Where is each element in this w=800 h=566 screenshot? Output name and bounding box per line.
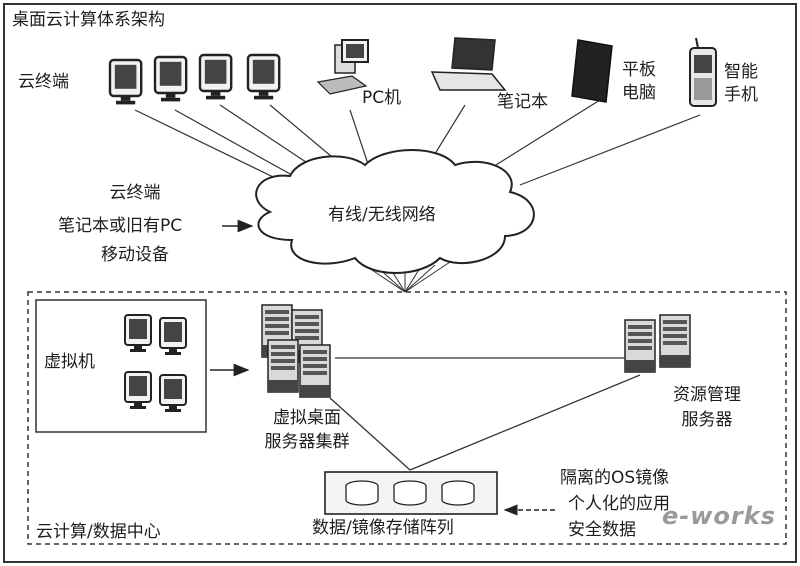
phone-icon xyxy=(689,37,717,107)
datacenter-boundary xyxy=(27,291,787,545)
label-network: 有线/无线网络 xyxy=(328,205,436,225)
label-vm: 虚拟机 xyxy=(44,352,95,372)
label-phone-2: 手机 xyxy=(724,85,758,105)
storage-note-2: 个人化的应用 xyxy=(568,494,670,514)
label-tablet-1: 平板 xyxy=(622,60,656,80)
side-label-line-2: 笔记本或旧有PC xyxy=(58,216,183,236)
storage-note-1: 隔离的OS镜像 xyxy=(560,468,670,488)
watermark-logo: e-works xyxy=(662,502,776,530)
pc-icon xyxy=(316,39,369,95)
cloud-terminal-monitors xyxy=(108,53,281,106)
storage-array-icon xyxy=(324,471,498,515)
tablet-icon xyxy=(571,39,613,103)
label-phone-1: 智能 xyxy=(724,62,758,82)
network-cloud xyxy=(255,149,535,274)
label-resmgr-2: 服务器 xyxy=(681,410,733,430)
vm-monitors xyxy=(124,314,187,413)
datacenter-links xyxy=(329,357,641,471)
laptop-icon xyxy=(430,37,507,91)
label-cluster-2: 服务器集群 xyxy=(264,432,350,452)
server-cluster-icon xyxy=(261,304,331,398)
storage-note-3: 安全数据 xyxy=(568,520,636,540)
outer-frame xyxy=(3,3,797,563)
side-label-line-1: 云终端 xyxy=(109,183,161,203)
side-label-line-3: 移动设备 xyxy=(101,245,169,265)
label-resmgr-1: 资源管理 xyxy=(673,385,741,405)
label-laptop: 笔记本 xyxy=(497,92,548,112)
label-tablet-2: 电脑 xyxy=(622,83,656,103)
vm-box xyxy=(35,299,207,433)
label-storage: 数据/镜像存储阵列 xyxy=(312,518,454,538)
resource-manager-servers-icon xyxy=(624,314,691,373)
label-cloud-terminal: 云终端 xyxy=(18,72,69,92)
label-pc: PC机 xyxy=(362,88,402,108)
label-datacenter: 云计算/数据中心 xyxy=(36,522,161,542)
diagram-title: 桌面云计算体系架构 xyxy=(12,10,165,30)
label-cluster-1: 虚拟桌面 xyxy=(273,408,341,428)
